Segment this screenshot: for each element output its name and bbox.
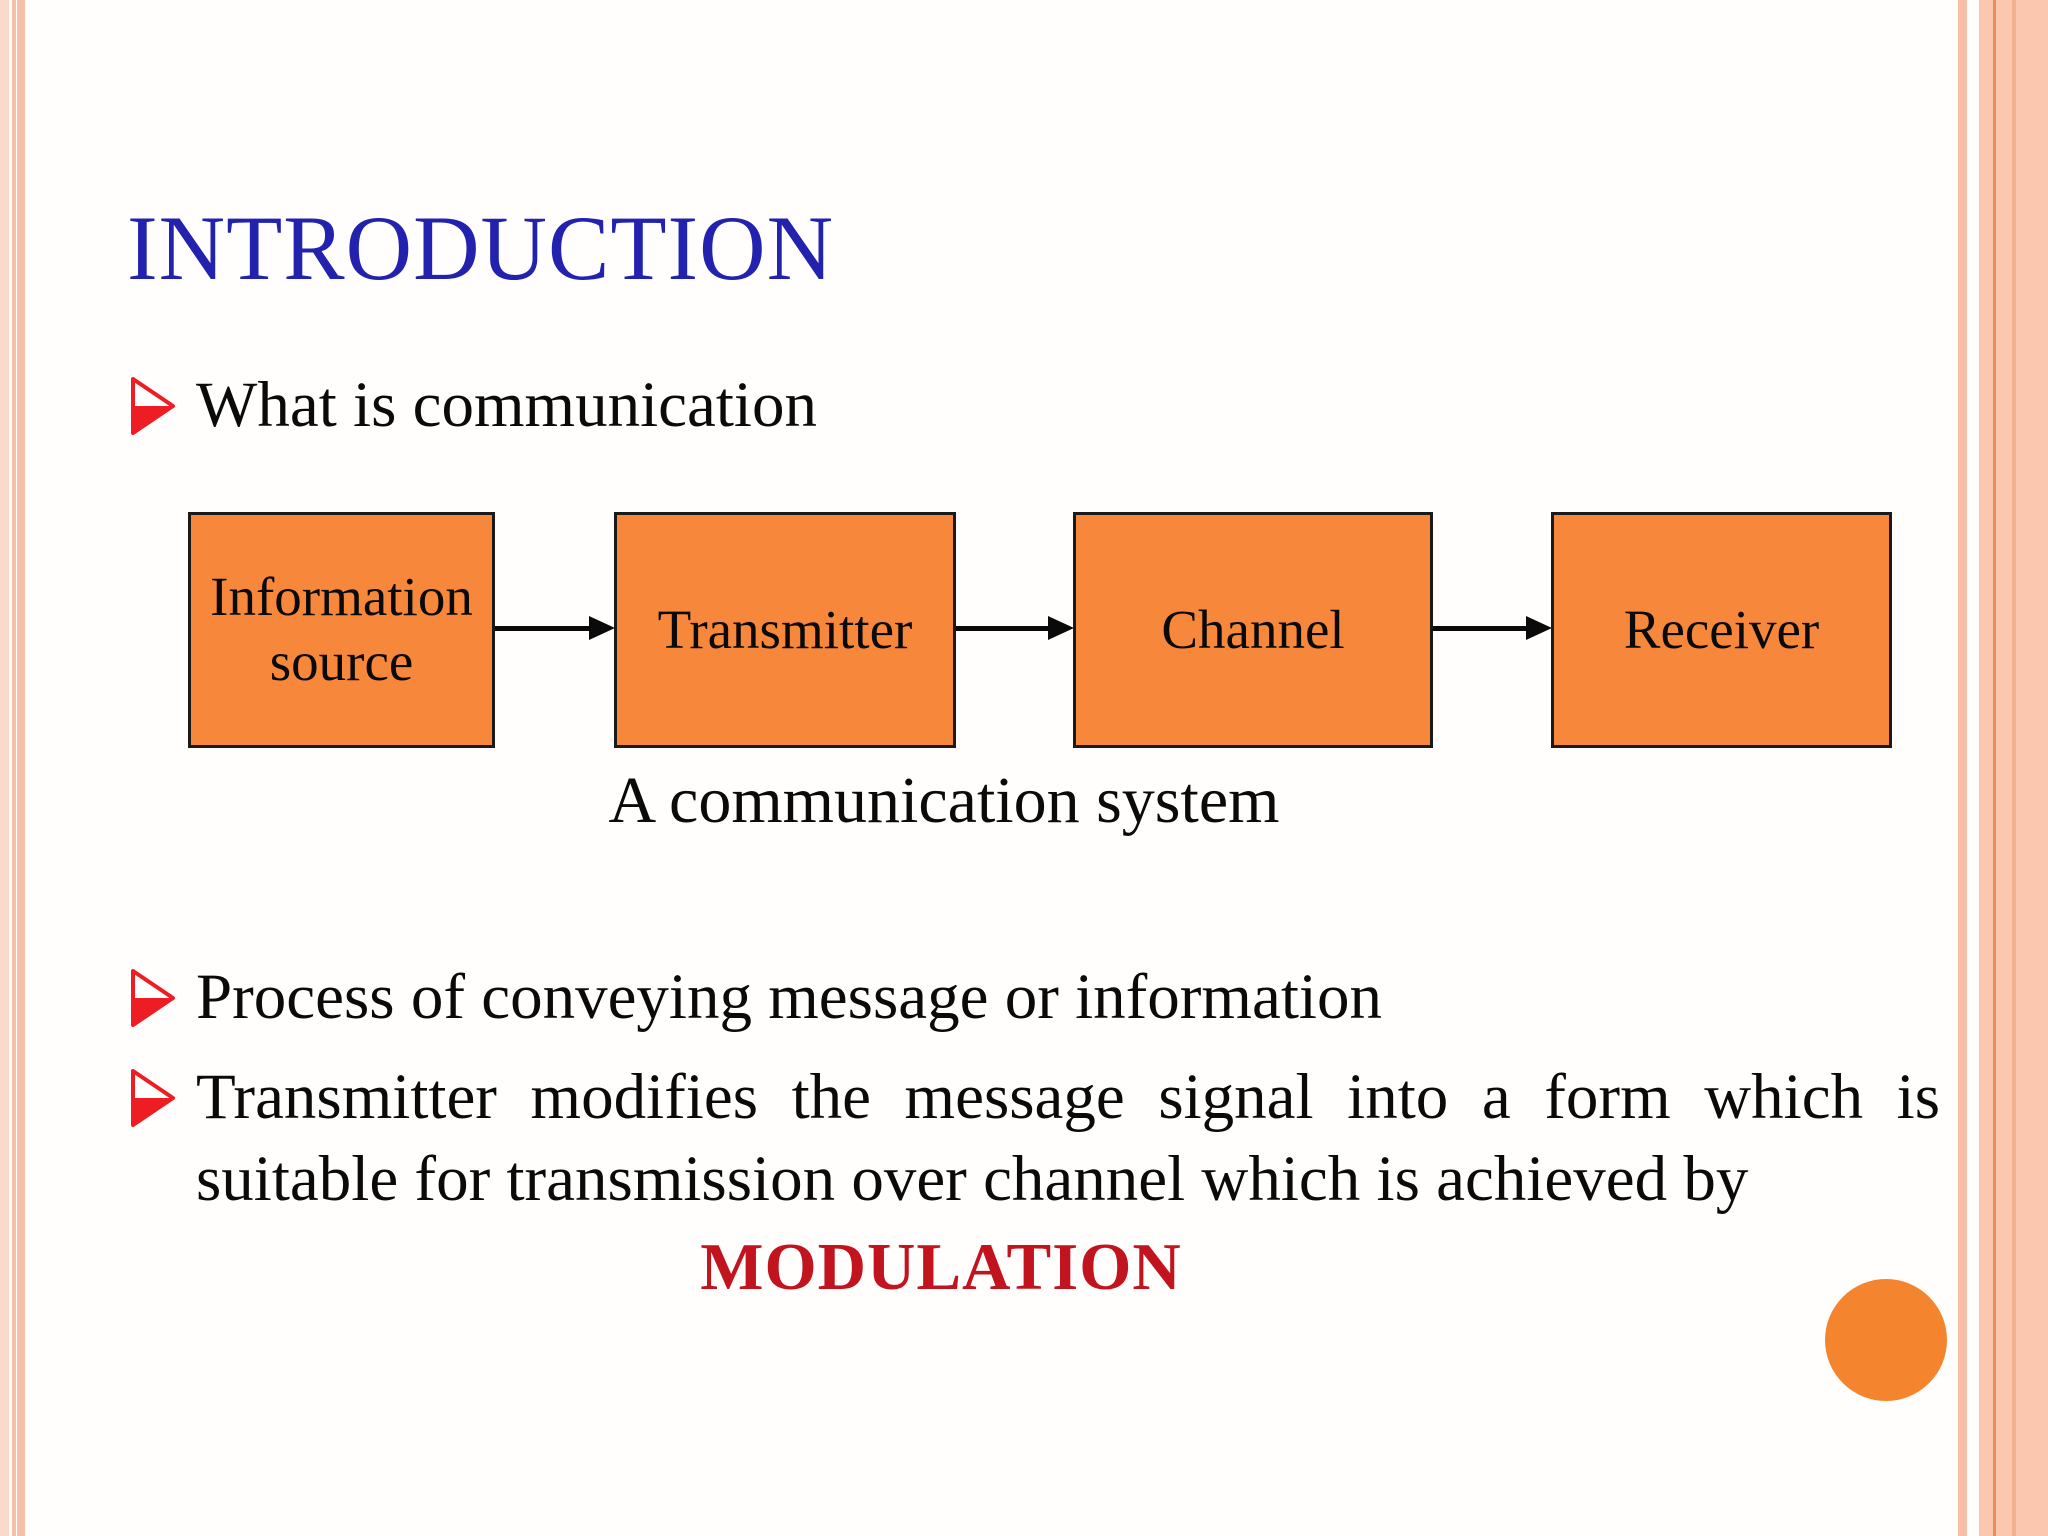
flow-arrow-icon [495, 616, 615, 640]
right-border-stripe [1958, 0, 1967, 1536]
communication-system-diagram: Information source Transmitter Channel R… [188, 512, 1892, 748]
flow-arrow-icon [1433, 616, 1552, 640]
diagram-box-transmitter: Transmitter [614, 512, 956, 748]
right-border-stripe [1993, 0, 1996, 1536]
slide-title: INTRODUCTION [127, 197, 835, 299]
diagram-caption: A communication system [608, 764, 1280, 837]
decorative-circle [1825, 1279, 1947, 1401]
flow-arrow-icon [956, 616, 1074, 640]
bullet-transmitter-modifies: Transmitter modifies the message signal … [130, 1056, 1940, 1220]
bullet-text: Transmitter modifies the message signal … [196, 1061, 1940, 1215]
diagram-box-channel: Channel [1073, 512, 1433, 748]
bullet-text: What is communication [196, 369, 817, 441]
diagram-box-label: Information source [210, 566, 473, 692]
diagram-box-information-source: Information source [188, 512, 495, 748]
bullet-what-is-communication: What is communication [130, 364, 817, 446]
diagram-box-receiver: Receiver [1551, 512, 1892, 748]
diagram-box-label: Receiver [1623, 598, 1820, 660]
left-border-stripe [0, 0, 9, 1536]
arrowhead-bullet-icon [130, 1066, 178, 1127]
emphasis-modulation: MODULATION [700, 1230, 1182, 1304]
diagram-box-label: Channel [1161, 598, 1345, 660]
bullet-process-of-conveying: Process of conveying message or informat… [130, 956, 1382, 1038]
left-border-stripe [12, 0, 16, 1536]
bullet-text: Process of conveying message or informat… [196, 961, 1382, 1033]
arrowhead-bullet-icon [130, 966, 178, 1027]
arrowhead-bullet-icon [130, 374, 178, 435]
right-border-stripe [2012, 0, 2016, 1536]
diagram-box-label: Transmitter [657, 598, 913, 660]
left-border-stripe [17, 0, 25, 1536]
